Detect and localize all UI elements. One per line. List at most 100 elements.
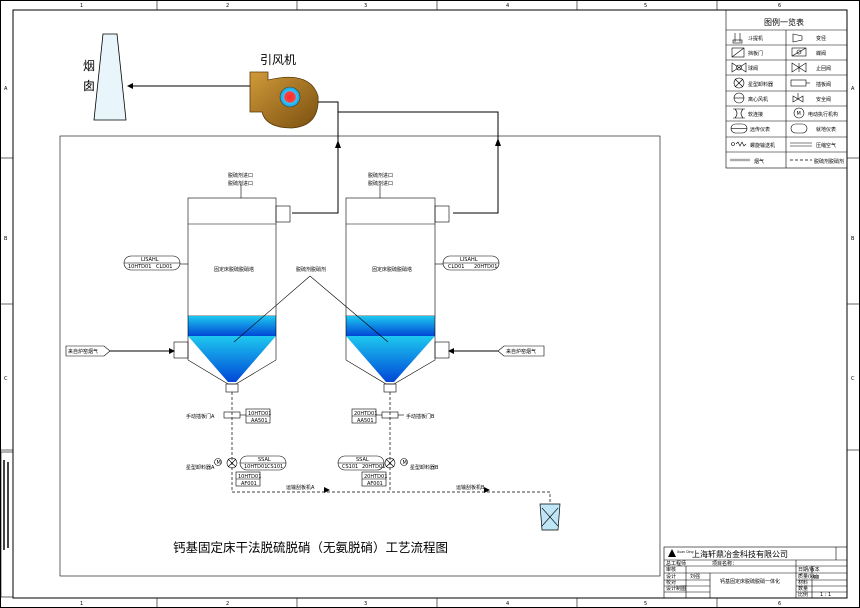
butterfly-valve-icon xyxy=(791,47,807,57)
svg-text:烟气: 烟气 xyxy=(754,158,764,165)
svg-text:软连接: 软连接 xyxy=(748,111,763,118)
storage-bin xyxy=(539,503,561,531)
tower-a-level-tag: LISAHL 10HTD01 CLD01 xyxy=(123,255,188,271)
svg-text:kg: kg xyxy=(813,574,819,580)
svg-text:止回阀: 止回阀 xyxy=(816,65,831,72)
gate-valve-b: 手动插板门B 20HTD01 AA501 xyxy=(351,408,435,424)
svg-text:电动执行机构: 电动执行机构 xyxy=(808,111,838,118)
tower-b-name: 固定床脱硫脱硝塔 xyxy=(372,266,412,273)
rotary-feeder-a: M 星型卸料器A SSAL 10HTD01 CS101 10HTD01 AF00… xyxy=(186,455,287,487)
svg-text:数量: 数量 xyxy=(798,585,808,592)
col-marker: 4 xyxy=(506,3,509,9)
svg-text:星型卸料器: 星型卸料器 xyxy=(748,81,773,88)
svg-text:日期/版本: 日期/版本 xyxy=(798,566,820,573)
svg-text:10HTD01: 10HTD01 xyxy=(128,264,151,270)
svg-text:总工程师: 总工程师 xyxy=(666,560,686,567)
svg-text:20HTD01: 20HTD01 xyxy=(354,411,377,417)
svg-text:AA501: AA501 xyxy=(357,418,374,424)
col-marker: 3 xyxy=(364,3,367,9)
svg-text:20HTD01: 20HTD01 xyxy=(364,474,387,480)
check-valve-icon xyxy=(791,62,807,73)
rotary-feeder-icon xyxy=(733,77,745,89)
flow-arrow xyxy=(335,140,341,148)
side-notes-strip xyxy=(0,451,14,598)
svg-text:M: M xyxy=(403,460,407,466)
svg-text:压缩空气: 压缩空气 xyxy=(816,142,836,149)
svg-text:蝶阀: 蝶阀 xyxy=(816,50,826,57)
svg-text:SSAL: SSAL xyxy=(258,457,271,463)
svg-text:10HTD01: 10HTD01 xyxy=(238,474,261,480)
compressed-air-icon xyxy=(790,142,812,147)
flue-pipe-b xyxy=(338,111,499,214)
sorbent-leader xyxy=(233,275,389,343)
project-name-label: 项目名称： xyxy=(712,560,737,567)
svg-text:星型卸料器B: 星型卸料器B xyxy=(410,464,439,471)
rotary-feeder-b: M 星型卸料器B SSAL CS101 20HTD01 20HTD01 AF00… xyxy=(337,455,439,487)
tower-a-name: 固定床脱硫脱硝塔 xyxy=(214,266,254,273)
svg-text:手动插板门B: 手动插板门B xyxy=(406,413,435,420)
col-marker: 1 xyxy=(80,3,83,9)
col-marker: 6 xyxy=(778,601,781,607)
svg-text:离心风机: 离心风机 xyxy=(748,96,768,103)
svg-text:斗提机: 斗提机 xyxy=(748,35,763,42)
svg-text:来自炉窑烟气: 来自炉窑烟气 xyxy=(506,348,536,355)
svg-text:设计制图: 设计制图 xyxy=(666,585,686,592)
col-marker: 1 xyxy=(80,601,83,607)
damper-icon xyxy=(731,47,745,58)
tower-b-level-tag: LISAHL CLD01 20HTD01 xyxy=(435,255,500,271)
flue-pipe-a xyxy=(292,101,339,214)
reducer-icon xyxy=(792,33,803,43)
col-marker: 2 xyxy=(226,3,229,9)
svg-text:来自炉窑烟气: 来自炉窑烟气 xyxy=(68,348,98,355)
flow-arrow xyxy=(495,138,501,146)
svg-text:脱硫剂脱硝剂: 脱硫剂脱硝剂 xyxy=(814,158,844,165)
col-marker: 6 xyxy=(778,3,781,9)
svg-text:质量(kg): 质量(kg) xyxy=(798,573,818,580)
conveyor-b-label: 运输刮板机B xyxy=(456,484,485,491)
svg-text:审核: 审核 xyxy=(666,566,676,573)
svg-text:球阀: 球阀 xyxy=(748,65,758,72)
inner-border xyxy=(12,9,848,599)
svg-text:螺旋输送机: 螺旋输送机 xyxy=(750,142,775,149)
row-marker: A xyxy=(4,86,8,92)
svg-text:SSAL: SSAL xyxy=(356,457,369,463)
row-marker: B xyxy=(4,236,8,242)
screw-conveyor-icon xyxy=(731,141,747,147)
col-marker: 3 xyxy=(364,601,367,607)
svg-text:设计: 设计 xyxy=(666,573,676,580)
svg-text:刘强: 刘强 xyxy=(690,573,700,580)
local-instrument-icon xyxy=(790,123,808,134)
slide-gate-icon xyxy=(790,79,810,87)
svg-text:校对: 校对 xyxy=(666,579,676,586)
safety-valve-icon xyxy=(792,93,804,103)
chimney xyxy=(93,33,127,121)
svg-text:远传仪表: 远传仪表 xyxy=(750,126,770,133)
tower-b: 脱硫剂进口 脱硫剂进口 固定床脱硫脱硝塔 xyxy=(345,172,450,393)
tower-a-inlet-label: 脱硫剂进口 xyxy=(228,180,253,187)
tower-a: 脱硫剂进口 脱硫剂进口 固定床脱硫脱硝塔 xyxy=(173,172,291,393)
conveyor-a-label: 运输刮板机A xyxy=(286,484,315,491)
svg-text:20HTD01: 20HTD01 xyxy=(474,264,497,270)
flue-inlet-b: 来自炉窑烟气 xyxy=(448,345,545,357)
ball-valve-icon xyxy=(731,62,747,73)
flue-inlet-a: 来自炉窑烟气 xyxy=(65,345,175,357)
bucket-elevator-icon xyxy=(732,33,743,44)
flow-arrow xyxy=(324,487,330,493)
conveyor-line xyxy=(232,491,551,502)
centrifugal-fan-icon xyxy=(733,92,745,104)
svg-text:AF001: AF001 xyxy=(367,481,383,487)
company-logo-icon: Xuan Ding xyxy=(668,549,694,557)
col-marker: 2 xyxy=(226,601,229,607)
legend-title: 图例一览表 xyxy=(764,17,804,27)
company-name: 上海轩鼎冶金科技有限公司 xyxy=(692,549,788,559)
sorbent-label: 脱硫剂脱硝剂 xyxy=(296,266,326,273)
chimney-label: 烟 xyxy=(83,59,95,73)
electric-actuator-icon: M xyxy=(793,107,805,119)
gate-valve-a: 手动插板门A 10HTD01 AA501 xyxy=(186,408,271,424)
tower-b-inlet-label: 脱硫剂进口 xyxy=(368,172,393,179)
title-block: Xuan Ding 上海轩鼎冶金科技有限公司 项目名称： 钙基固定床脱硫脱硝一体… xyxy=(663,546,848,599)
svg-text:手动插板门A: 手动插板门A xyxy=(186,413,215,420)
svg-text:AA501: AA501 xyxy=(251,418,268,424)
svg-text:1 : 1: 1 : 1 xyxy=(820,592,831,598)
